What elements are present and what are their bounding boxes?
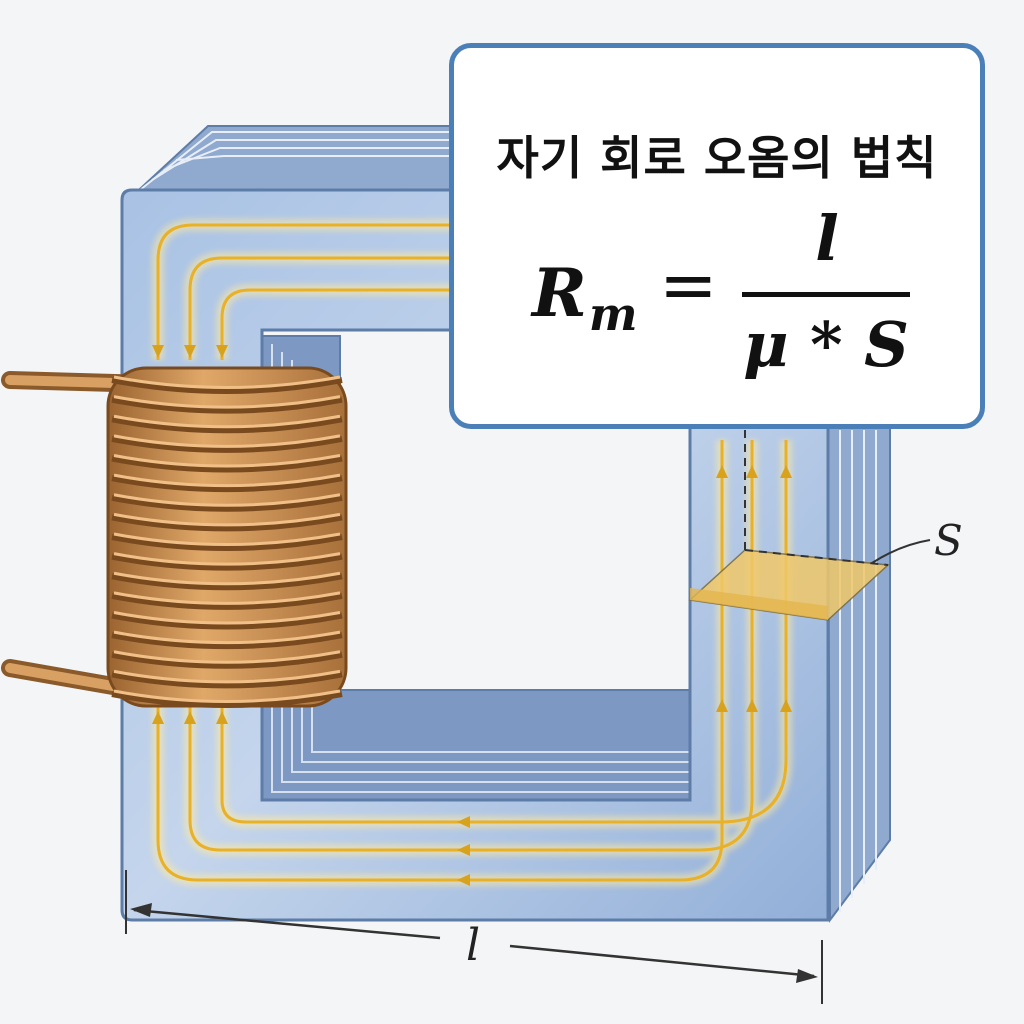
reluctance-symbol: Rm [532, 260, 638, 337]
coil-turn-shadow [111, 377, 343, 394]
coil-turn [113, 630, 341, 645]
coil-turn-shadow [111, 612, 343, 630]
coil-turn [113, 414, 341, 429]
cross-section-leader [871, 539, 931, 564]
magnetic-flux-lines [152, 219, 900, 886]
length-dimension [125, 870, 823, 1004]
copper-coil [106, 366, 348, 708]
coil-turn [113, 669, 341, 684]
coil-turn-shadow [111, 671, 343, 689]
coil-turn-shadow [111, 494, 343, 512]
coil-turn [113, 454, 341, 468]
coil-turn-shadow [111, 396, 343, 414]
coil-turn-shadow [111, 632, 343, 650]
coil-turn-shadow [111, 651, 343, 669]
coil-turn [113, 552, 341, 566]
coil-turn [113, 473, 341, 488]
coil-turn [113, 591, 341, 605]
coil-turn [113, 571, 341, 586]
coil-turn-shadow [111, 455, 343, 473]
coil-turn [113, 395, 341, 409]
coil-turn-shadow [111, 514, 343, 532]
coil-turn [113, 434, 341, 448]
length-label: l [466, 920, 481, 971]
coil-turn-shadow [111, 691, 343, 708]
fraction-numerator: l [815, 202, 839, 275]
coil-turn-shadow [111, 592, 343, 610]
coil-turn-shadow [111, 534, 343, 551]
fraction-bar [742, 292, 910, 297]
coil-turn [113, 512, 341, 527]
reluctance-letter: R [532, 254, 587, 332]
equals-sign: = [659, 244, 718, 326]
formula-box: 자기 회로 오옴의 법칙 Rm = l μ * S [449, 43, 985, 429]
coil-turn [113, 650, 341, 664]
reluctance-subscript: m [588, 287, 638, 341]
coil-turn [113, 493, 341, 507]
coil-turn [113, 532, 341, 546]
coil-turn-shadow [111, 573, 343, 591]
coil-turn [113, 611, 341, 625]
coil-turn-shadow [111, 553, 343, 571]
coil-turn [113, 689, 341, 703]
flux-direction-arrows [152, 345, 792, 886]
coil-turn-shadow [111, 416, 343, 434]
fraction-denominator: μ * S [743, 308, 909, 381]
coil-turn-shadow [111, 475, 343, 493]
cross-section-label: S [934, 516, 963, 565]
formula-title: 자기 회로 오옴의 법칙 [496, 131, 938, 185]
cross-section-area [688, 430, 931, 621]
coil-turn-shadow [111, 435, 343, 453]
coil-turn [113, 375, 341, 389]
